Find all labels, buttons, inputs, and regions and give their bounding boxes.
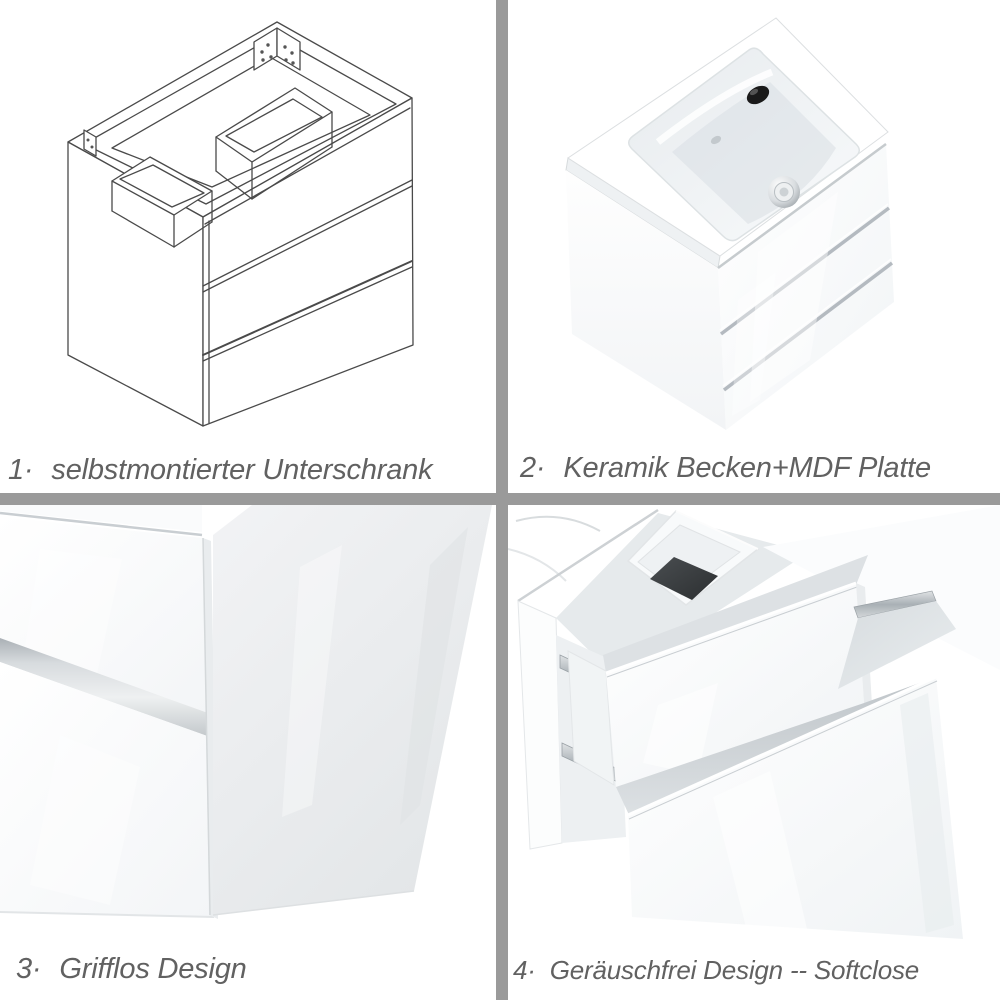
feature-number-2: 2· [520, 452, 546, 484]
feature-caption-2: 2· Keramik Becken+MDF Platte [520, 452, 931, 485]
drawer-gap-line [0, 511, 203, 537]
upper-front-gloss [643, 683, 718, 775]
feature-number-4: 4· [513, 955, 536, 985]
feature-panel-1: 1· selbstmontierter Unterschrank [0, 0, 496, 493]
lower-drawer-front [628, 677, 963, 939]
feature-number-3: 3· [16, 953, 42, 985]
basin-sliver [508, 505, 658, 601]
faucet-hole [746, 85, 770, 105]
feature-label-4: Geräuschfrei Design -- Softclose [549, 955, 920, 985]
cabinet-front-face [202, 97, 414, 427]
grip-groove [0, 638, 210, 737]
feature-label-2: Keramik Becken+MDF Platte [563, 452, 931, 484]
drain-cutout [650, 557, 718, 600]
feature-panel-4: 4· Geräuschfrei Design -- Softclose [508, 505, 1000, 1000]
lower-front-shade [900, 693, 954, 933]
mounting-bracket-icon [253, 27, 301, 71]
feature-number-1: 1· [8, 454, 34, 486]
side-gloss [282, 545, 342, 817]
gloss-streak-2 [732, 272, 776, 416]
wireframe-cabinet-drawing [67, 21, 414, 427]
overflow-hole [710, 135, 722, 145]
drawer-gap-line-2 [722, 261, 894, 392]
open-drawers-photo [508, 505, 1000, 943]
feature-label-3: Grifflos Design [59, 953, 247, 985]
upper-drawer-interior [603, 555, 868, 673]
drawer-gap-line-1 [719, 206, 891, 336]
feature-label-1: selbstmontierter Unterschrank [51, 454, 433, 486]
gloss-streak [750, 192, 838, 402]
vanity-basin-photo [565, 17, 894, 430]
upper-drawer-side [567, 650, 615, 786]
upper-drawer-sliver [0, 505, 202, 532]
carcass-left-strip [517, 600, 563, 850]
lower-front-gloss [713, 771, 808, 943]
cabinet-drawer-face [718, 144, 894, 430]
lower-drawer-interior [838, 601, 956, 689]
cabinet-side-panel [213, 505, 492, 915]
feature-panel-2: 2· Keramik Becken+MDF Platte [508, 0, 1000, 493]
basin-curve [515, 515, 601, 532]
feature-caption-3: 3· Grifflos Design [16, 953, 247, 986]
feature-panel-3: 3· Grifflos Design [0, 505, 496, 1000]
cabinet-side-panel [566, 170, 726, 430]
basin-highlight [655, 68, 774, 145]
sink-drain-box [626, 510, 760, 606]
grid-divider-horizontal [0, 493, 1000, 505]
side-shade [400, 527, 468, 825]
inner-drawer-box-small [111, 156, 213, 248]
side-bracket-icon [83, 129, 97, 157]
panel-gloss-2 [30, 735, 140, 905]
handleless-groove-photo [0, 505, 492, 919]
feature-caption-4: 4· Geräuschfrei Design -- Softclose [513, 955, 919, 986]
inner-drawer-box-large [215, 87, 333, 200]
lower-drawer-front [0, 662, 214, 917]
feature-caption-1: 1· selbstmontierter Unterschrank [8, 454, 433, 487]
upper-drawer-front [0, 517, 208, 713]
chrome-drain [768, 176, 800, 208]
